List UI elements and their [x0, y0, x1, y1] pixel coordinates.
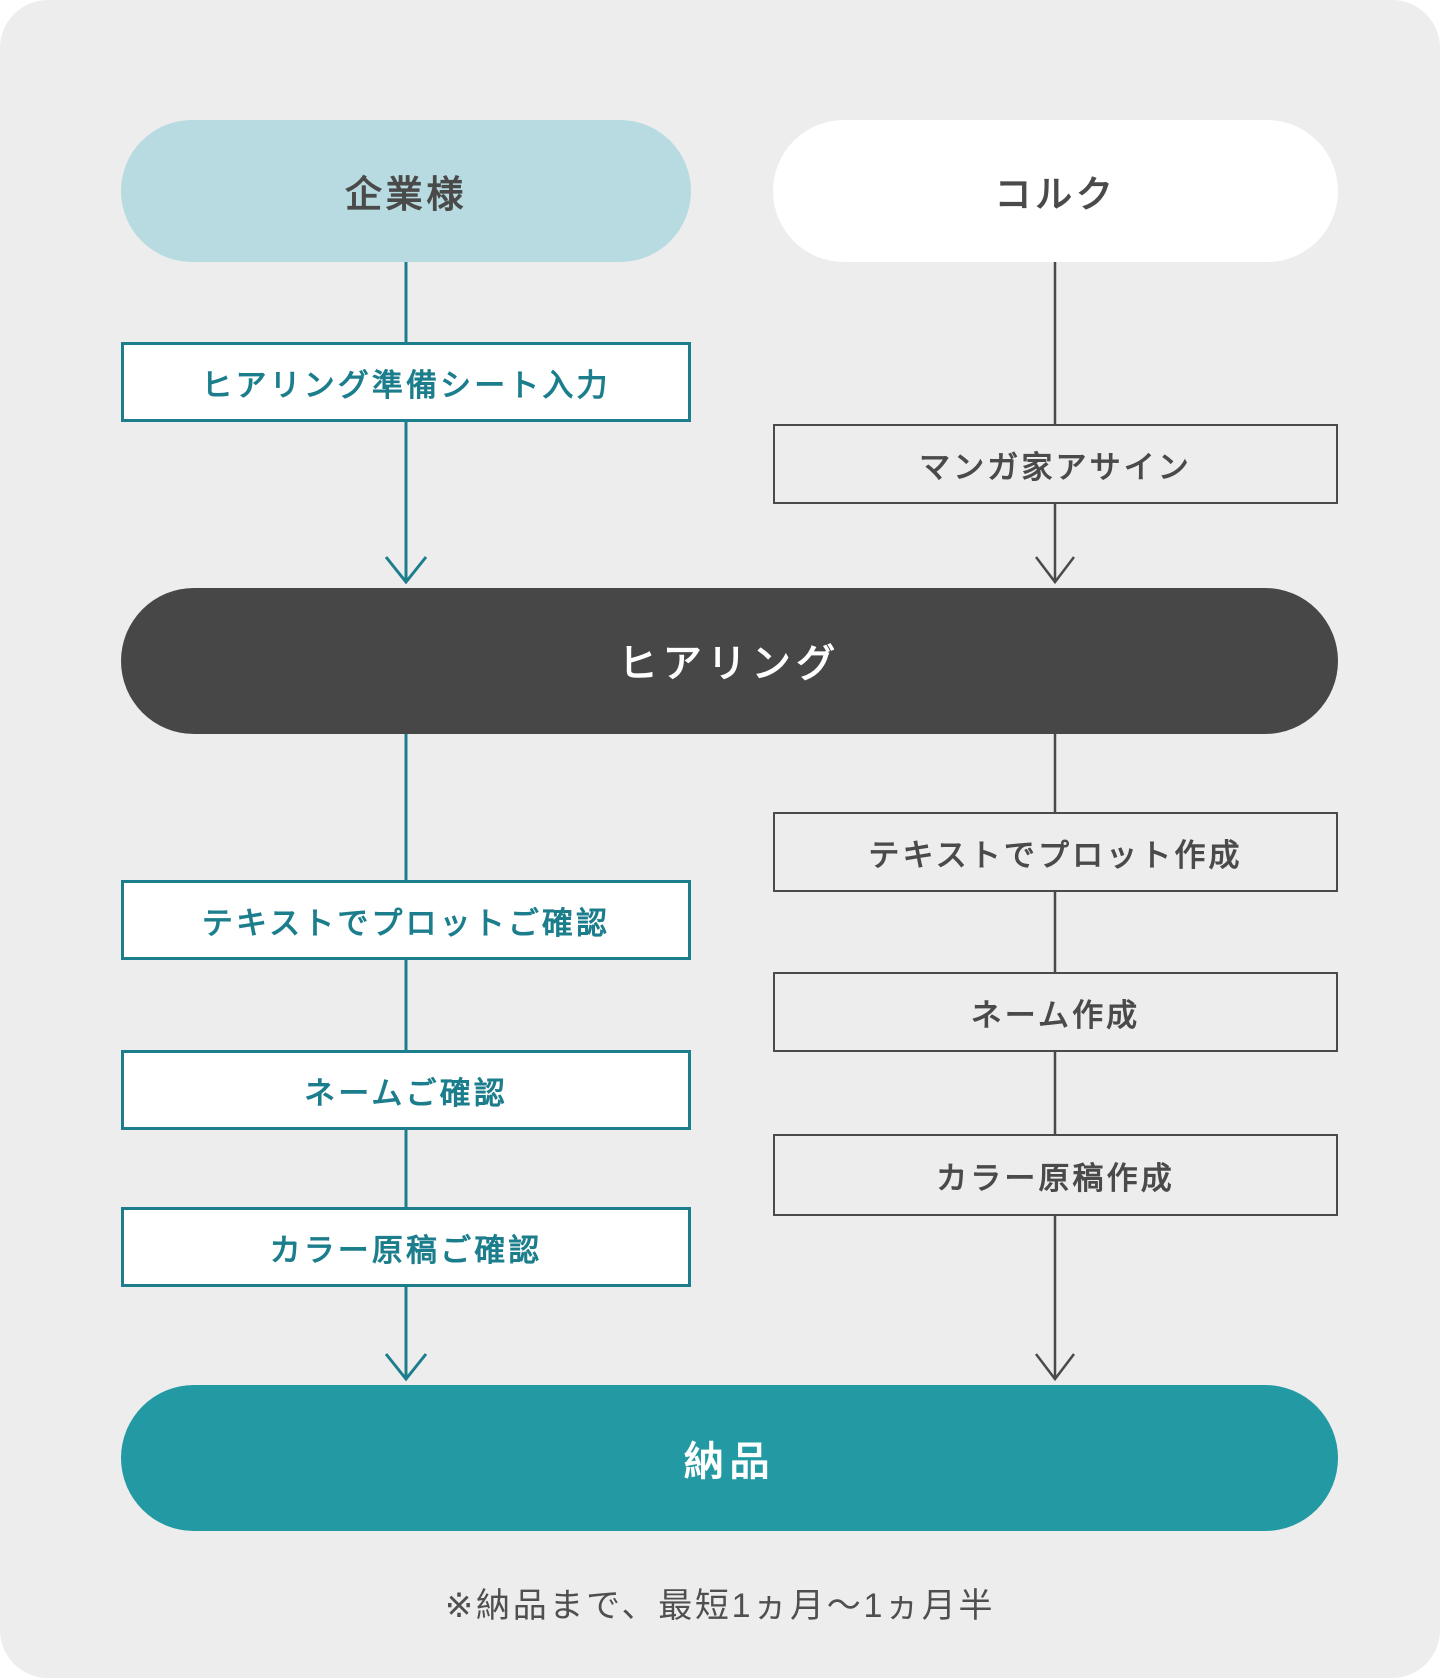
client-step-label: テキストでプロットご確認: [201, 905, 611, 941]
arrow-down-icon: [1035, 1353, 1075, 1382]
cork-step-plot-create-box: テキストでプロット作成: [773, 812, 1338, 892]
client-lane-pill: 企業様: [121, 120, 691, 262]
cork-lane-lines: [1035, 262, 1075, 1382]
cork-lane-pill: コルク: [773, 120, 1338, 262]
client-step-plot-check-box: テキストでプロットご確認: [121, 880, 691, 960]
client-lane-lines: [384, 262, 428, 1382]
cork-step-assign-box: マンガ家アサイン: [773, 424, 1338, 504]
client-step-label: カラー原稿ご確認: [269, 1232, 543, 1268]
client-step-hearing-sheet-box: ヒアリング準備シート入力: [121, 342, 691, 422]
arrow-down-icon: [384, 1353, 428, 1382]
cork-step-color-create-box: カラー原稿作成: [773, 1134, 1338, 1216]
cork-step-label: テキストでプロット作成: [868, 837, 1243, 873]
cork-step-label: マンガ家アサイン: [919, 449, 1192, 485]
cork-step-label: カラー原稿作成: [936, 1160, 1175, 1196]
client-step-label: ネームご確認: [304, 1075, 508, 1111]
client-step-color-check-box: カラー原稿ご確認: [121, 1207, 691, 1287]
delivery-footnote: ※納品まで、最短1ヵ月〜1ヵ月半: [444, 1587, 996, 1625]
client-lane-label: 企業様: [344, 174, 468, 215]
cork-step-name-create-box: ネーム作成: [773, 972, 1338, 1052]
cork-lane-label: コルク: [994, 174, 1117, 215]
arrow-down-icon: [1035, 556, 1075, 585]
delivery-milestone-pill: 納品: [121, 1385, 1338, 1531]
client-step-label: ヒアリング準備シート入力: [201, 367, 611, 403]
client-step-name-check-box: ネームご確認: [121, 1050, 691, 1130]
hearing-label: ヒアリング: [618, 643, 841, 686]
delivery-label: 納品: [683, 1440, 776, 1484]
arrow-down-icon: [384, 556, 428, 585]
hearing-milestone-pill: ヒアリング: [121, 588, 1338, 734]
cork-step-label: ネーム作成: [970, 997, 1141, 1033]
